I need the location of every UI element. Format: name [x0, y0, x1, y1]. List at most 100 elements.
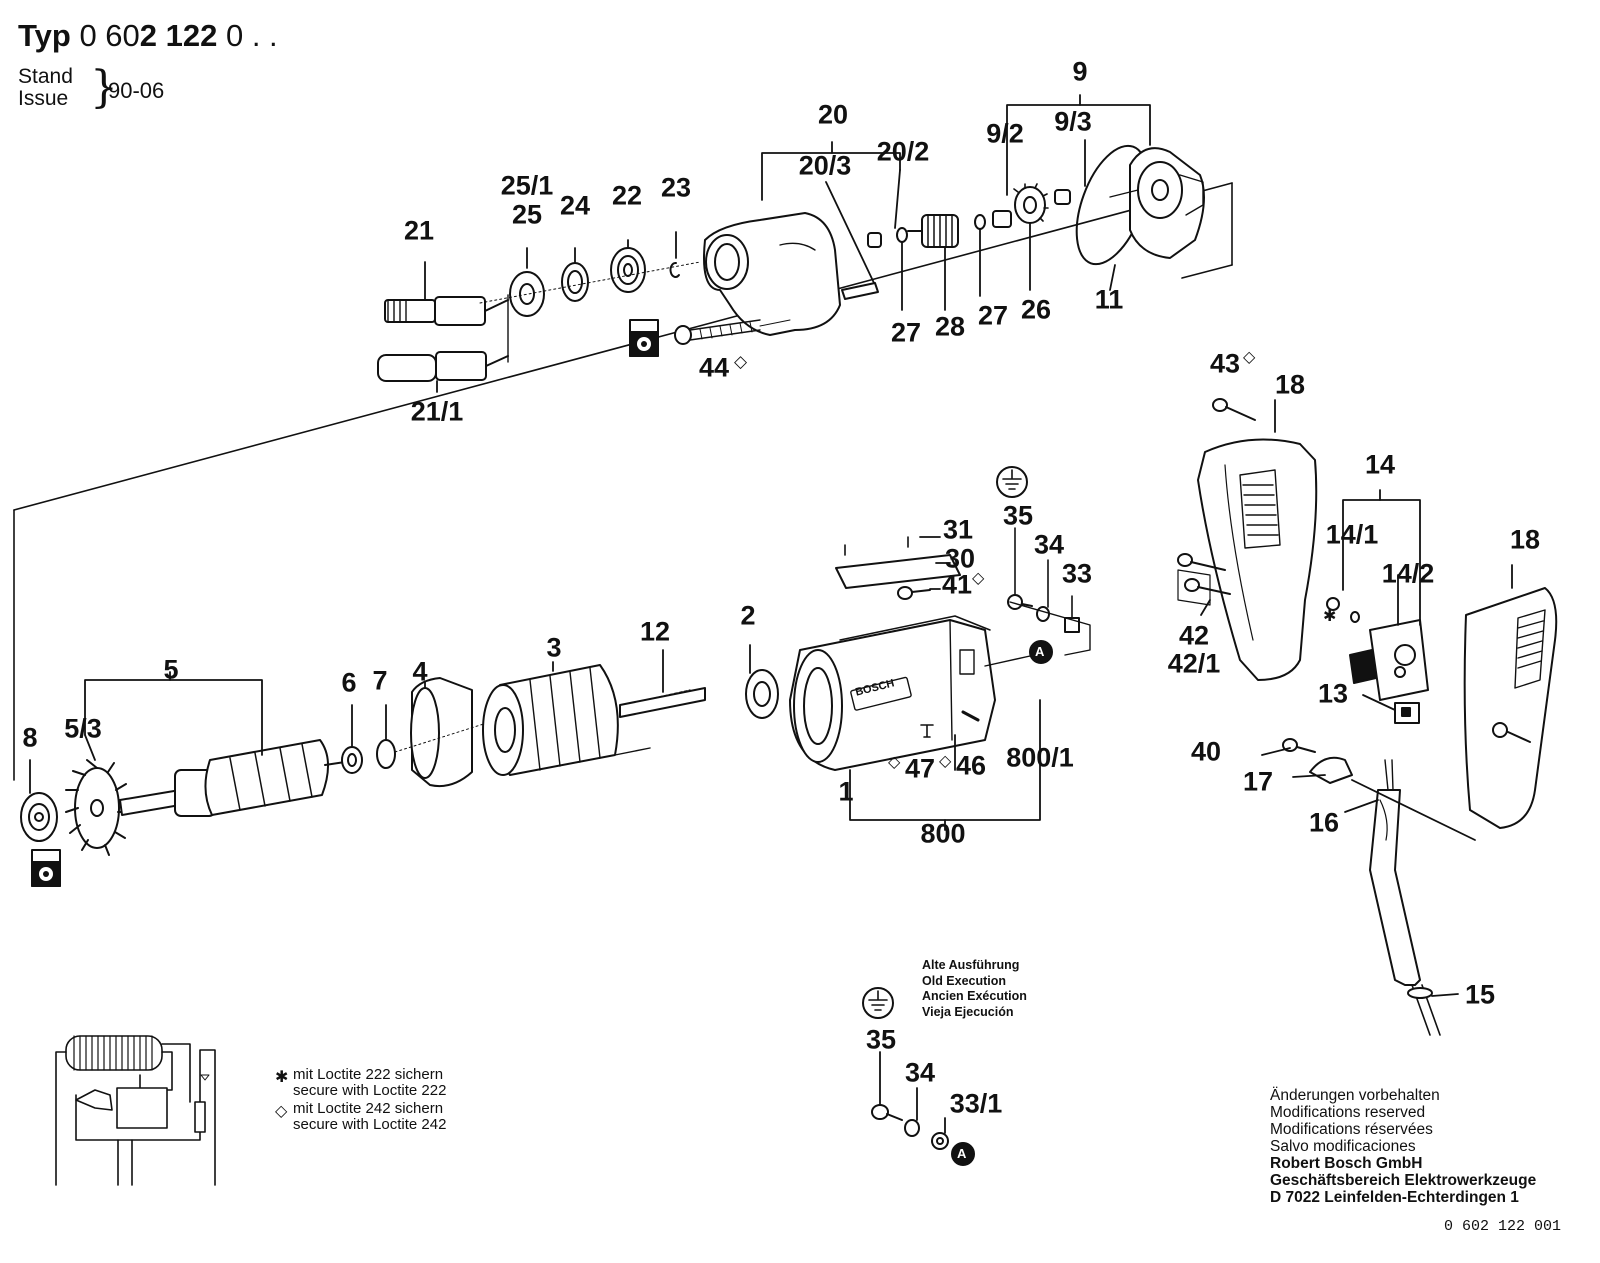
part-label: 21/1 [410, 396, 464, 427]
old-washer-34 [904, 1119, 920, 1137]
washer-14-1 [1350, 611, 1360, 623]
part-label: 18 [1509, 524, 1541, 555]
part-label: 22 [611, 180, 643, 211]
type-number-suffix: 0 . . [217, 18, 278, 53]
old-execution-line: Alte Ausführung [922, 958, 1020, 972]
star-icon: ✱ [275, 1069, 289, 1086]
part-label: 46 [955, 750, 987, 781]
bushing-part [1054, 189, 1071, 205]
old-execution-line: Old Execution [922, 973, 1007, 988]
brace-icon: } [90, 62, 118, 113]
part-label: 18 [1274, 369, 1306, 400]
part-label: 34 [1033, 529, 1065, 560]
issue-date: 90-06 [108, 78, 165, 103]
type-number: Typ 0 602 122 0 . . [18, 18, 278, 54]
part-label: 5 [163, 654, 179, 685]
footer-line: Modifications reserved [1270, 1104, 1426, 1121]
loctite-242-marker: ◇ [939, 753, 952, 770]
footer-line: Salvo modificaciones [1270, 1138, 1416, 1155]
washer-27 [896, 227, 908, 243]
grease-icon [629, 319, 659, 357]
circlip-23 [669, 262, 680, 278]
gear-housing-20 [703, 212, 841, 336]
type-number-bold: 2 122 [139, 18, 218, 53]
part-label: 800/1 [1006, 742, 1074, 773]
part-label: 21 [403, 215, 435, 246]
type-label: Typ [18, 18, 71, 53]
part-label: 42 [1178, 620, 1210, 651]
pinion-28 [907, 214, 959, 248]
part-label: 8 [22, 722, 38, 753]
spindle-21-1 [377, 351, 509, 382]
motor-housing-1 [789, 615, 1031, 771]
part-label: 17 [1242, 766, 1274, 797]
part-label: 5/3 [64, 713, 102, 744]
part-label: 2 [740, 600, 756, 631]
bearing-6 [341, 746, 363, 774]
part-label: 9/2 [986, 118, 1024, 149]
part-label: 24 [559, 190, 591, 221]
part-label: 23 [660, 172, 692, 203]
screw-43 [1212, 398, 1256, 421]
old-execution-label: Alte Ausführung Old Execution Ancien Exé… [922, 958, 1027, 1020]
gear-26 [1013, 183, 1049, 224]
part-label: 13 [1317, 678, 1349, 709]
marker-a-label: A [1035, 644, 1045, 659]
part-label: 14/2 [1381, 558, 1435, 589]
part-label: 40 [1190, 736, 1222, 767]
washer-27 [974, 214, 986, 230]
screws-42 [1177, 553, 1231, 606]
company-division: Geschäftsbereich Elektrowerkzeuge [1270, 1172, 1537, 1189]
screw-47 [920, 724, 934, 738]
screw-41 [897, 586, 931, 600]
part-label: 4 [412, 656, 428, 687]
part-label: 28 [934, 311, 966, 342]
rivet-31 [844, 536, 909, 556]
nameplate-30 [835, 554, 961, 589]
screw-40 [1282, 738, 1316, 753]
part-label: 35 [1002, 500, 1034, 531]
stand-label: Stand [18, 65, 73, 88]
fan-5-3 [65, 759, 131, 856]
ground-symbol-icon [996, 466, 1028, 498]
part-label: 15 [1464, 979, 1496, 1010]
bearing-flange-9 [1109, 147, 1205, 259]
capacitor-13 [1394, 702, 1420, 724]
screw-44 [674, 319, 761, 345]
cable-clamp-17 [1309, 756, 1353, 784]
power-cable-15 [1407, 984, 1441, 1036]
part-label: 20 [817, 99, 849, 130]
marker-a-icon [1029, 640, 1053, 664]
part-label: 9/3 [1054, 106, 1092, 137]
washer-7 [376, 739, 396, 769]
grease-icon [31, 849, 61, 887]
part-label: 42/1 [1167, 648, 1221, 679]
loctite-242-marker: ◇ [1243, 349, 1256, 366]
screw-14-1 [1326, 597, 1340, 611]
part-label: 11 [1094, 284, 1124, 315]
screw-46 [961, 710, 980, 722]
footer-line: Modifications réservées [1270, 1121, 1433, 1138]
old-execution-line: Vieja Ejecución [922, 1004, 1014, 1019]
footer-line: Änderungen vorbehalten [1270, 1087, 1440, 1104]
part-label: 33 [1061, 558, 1093, 589]
note-line: secure with Loctite 242 [293, 1116, 447, 1133]
part-label: 27 [977, 300, 1009, 331]
part-label: 43 [1209, 348, 1241, 379]
part-label: 31 [942, 514, 974, 545]
part-label: 20/2 [876, 136, 930, 167]
marker-a-icon [951, 1142, 975, 1166]
part-label: 26 [1020, 294, 1052, 325]
old-execution-line: Ancien Exécution [922, 989, 1027, 1003]
spindle-21 [384, 296, 509, 326]
marker-a-label: A [957, 1146, 967, 1161]
issue-label: Issue [18, 87, 69, 110]
note-line: secure with Loctite 222 [293, 1082, 447, 1099]
armature-5 [119, 739, 346, 817]
group-brackets-right [1200, 399, 1513, 997]
part-label: 27 [890, 317, 922, 348]
part-label: 47 [904, 753, 936, 784]
document-number: 0 602 122 001 [1444, 1218, 1562, 1235]
type-number-part: 0 60 [79, 18, 140, 53]
